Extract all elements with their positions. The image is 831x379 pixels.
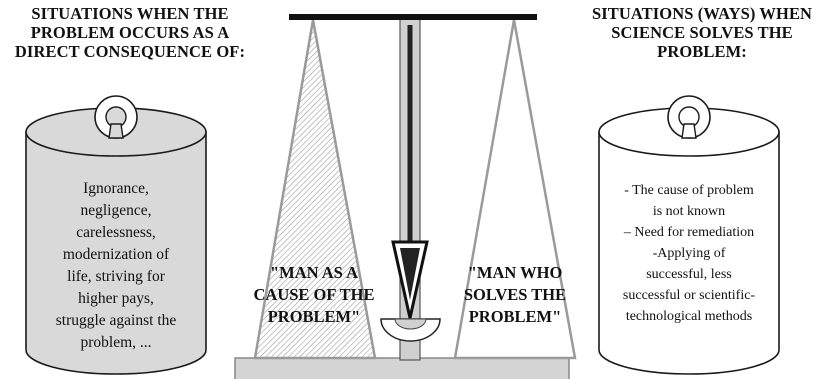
right-pan-label-line: "MAN WHO (467, 263, 563, 282)
right-weight-line: – Need for remediation (623, 225, 755, 240)
left-weight-text: Ignorance, negligence, carelessness, mod… (26, 178, 206, 354)
left-weight-line: higher pays, (78, 290, 154, 307)
left-heading: SITUATIONS WHEN THE PROBLEM OCCURS AS A … (8, 4, 252, 61)
right-weight-line: - The cause of problem (624, 183, 754, 198)
right-weight-line: successful or scientific- (622, 288, 756, 303)
left-pan-label-line: PROBLEM" (267, 307, 361, 326)
left-weight-handle-icon (94, 95, 138, 139)
pointer-arrow-core (400, 248, 420, 300)
right-heading-line: SCIENCE SOLVES THE (611, 23, 793, 42)
right-heading-line: PROBLEM: (657, 42, 747, 61)
right-pan-triangle (453, 19, 577, 360)
left-heading-line: SITUATIONS WHEN THE (31, 4, 229, 23)
left-weight-line: Ignorance, (83, 180, 149, 197)
left-heading-line: DIRECT CONSEQUENCE OF: (14, 42, 246, 61)
right-weight (598, 95, 780, 375)
left-weight-line: problem, ... (80, 334, 152, 351)
right-weight-text: - The cause of problem is not known – Ne… (593, 180, 785, 327)
right-weight-line: technological methods (625, 309, 753, 324)
left-weight-line: modernization of (62, 246, 170, 263)
right-weight-line: -Applying of (652, 246, 726, 261)
left-pan-triangle (253, 19, 377, 360)
pivot-cradle-icon (380, 318, 441, 342)
left-pan-label-line: "MAN AS A (269, 263, 358, 282)
left-pan-label: "MAN AS A CAUSE OF THE PROBLEM" (240, 262, 388, 328)
right-weight-line: is not known (652, 204, 726, 219)
scale-base (234, 357, 570, 379)
right-pan-label-line: SOLVES THE (463, 285, 567, 304)
right-weight-line: successful, less (646, 267, 732, 282)
right-pan-label-line: PROBLEM" (468, 307, 562, 326)
right-heading-line: SITUATIONS (WAYS) WHEN (591, 4, 813, 23)
right-weight-handle-icon (667, 95, 711, 139)
right-pan-label: "MAN WHO SOLVES THE PROBLEM" (445, 262, 585, 328)
left-heading-line: PROBLEM OCCURS AS A (30, 23, 230, 42)
scale-beam (289, 14, 537, 20)
left-pan-label-line: CAUSE OF THE (253, 285, 375, 304)
left-weight-line: negligence, (80, 202, 152, 219)
left-weight-line: life, striving for (67, 268, 165, 285)
left-weight-line: carelessness, (76, 224, 156, 241)
left-weight-line: struggle against the (55, 312, 177, 329)
right-heading: SITUATIONS (WAYS) WHEN SCIENCE SOLVES TH… (580, 4, 824, 61)
left-weight (25, 95, 207, 375)
